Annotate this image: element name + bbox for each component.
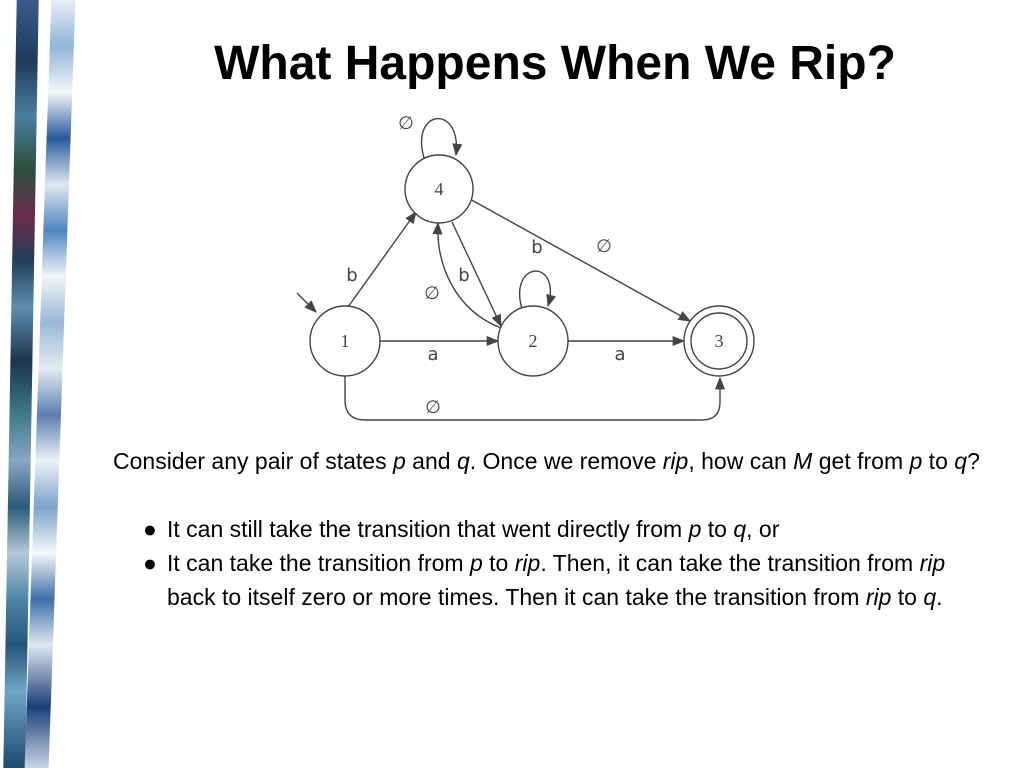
label-1-2: a bbox=[427, 344, 438, 365]
label-1-3: ∅ bbox=[425, 397, 441, 418]
state-1: 1 bbox=[309, 305, 381, 377]
svg-text:1: 1 bbox=[341, 331, 350, 351]
label-4-2: b bbox=[458, 265, 469, 286]
edge-4-3 bbox=[467, 197, 692, 322]
svg-text:3: 3 bbox=[715, 331, 724, 351]
edge-4-2 bbox=[451, 221, 502, 328]
svg-text:2: 2 bbox=[529, 331, 538, 351]
intro-paragraph: Consider any pair of states p and q. Onc… bbox=[113, 448, 980, 474]
state-3: 3 bbox=[683, 305, 755, 377]
edge-start bbox=[296, 292, 317, 313]
label-2-4: ∅ bbox=[424, 283, 440, 304]
label-1-4: b bbox=[346, 265, 357, 286]
slide-body: Consider any pair of states p and q. Onc… bbox=[113, 444, 1003, 614]
bullet-item-1: ●It can still take the transition that w… bbox=[113, 512, 937, 546]
bullet-dot: ● bbox=[143, 516, 157, 542]
state-diagram: 4 1 2 3 ∅ b a ∅ b b ∅ a ∅ bbox=[296, 113, 755, 421]
edge-loop-2 bbox=[519, 270, 557, 310]
edge-1-3 bbox=[344, 375, 726, 421]
state-2: 2 bbox=[497, 305, 569, 377]
label-loop-2: b bbox=[531, 237, 542, 258]
edge-1-4 bbox=[347, 210, 417, 308]
edge-2-4 bbox=[432, 221, 502, 329]
label-2-3: a bbox=[614, 344, 625, 365]
bullet-item-2: ●It can take the transition from p to ri… bbox=[113, 546, 977, 614]
edge-loop-4 bbox=[421, 117, 463, 159]
state-4: 4 bbox=[404, 154, 474, 224]
bullet-dot: ● bbox=[143, 550, 157, 576]
slide-title: What Happens When We Rip? bbox=[214, 37, 896, 90]
label-loop-4: ∅ bbox=[398, 113, 414, 134]
svg-text:4: 4 bbox=[435, 179, 444, 199]
label-4-3: ∅ bbox=[596, 236, 612, 257]
